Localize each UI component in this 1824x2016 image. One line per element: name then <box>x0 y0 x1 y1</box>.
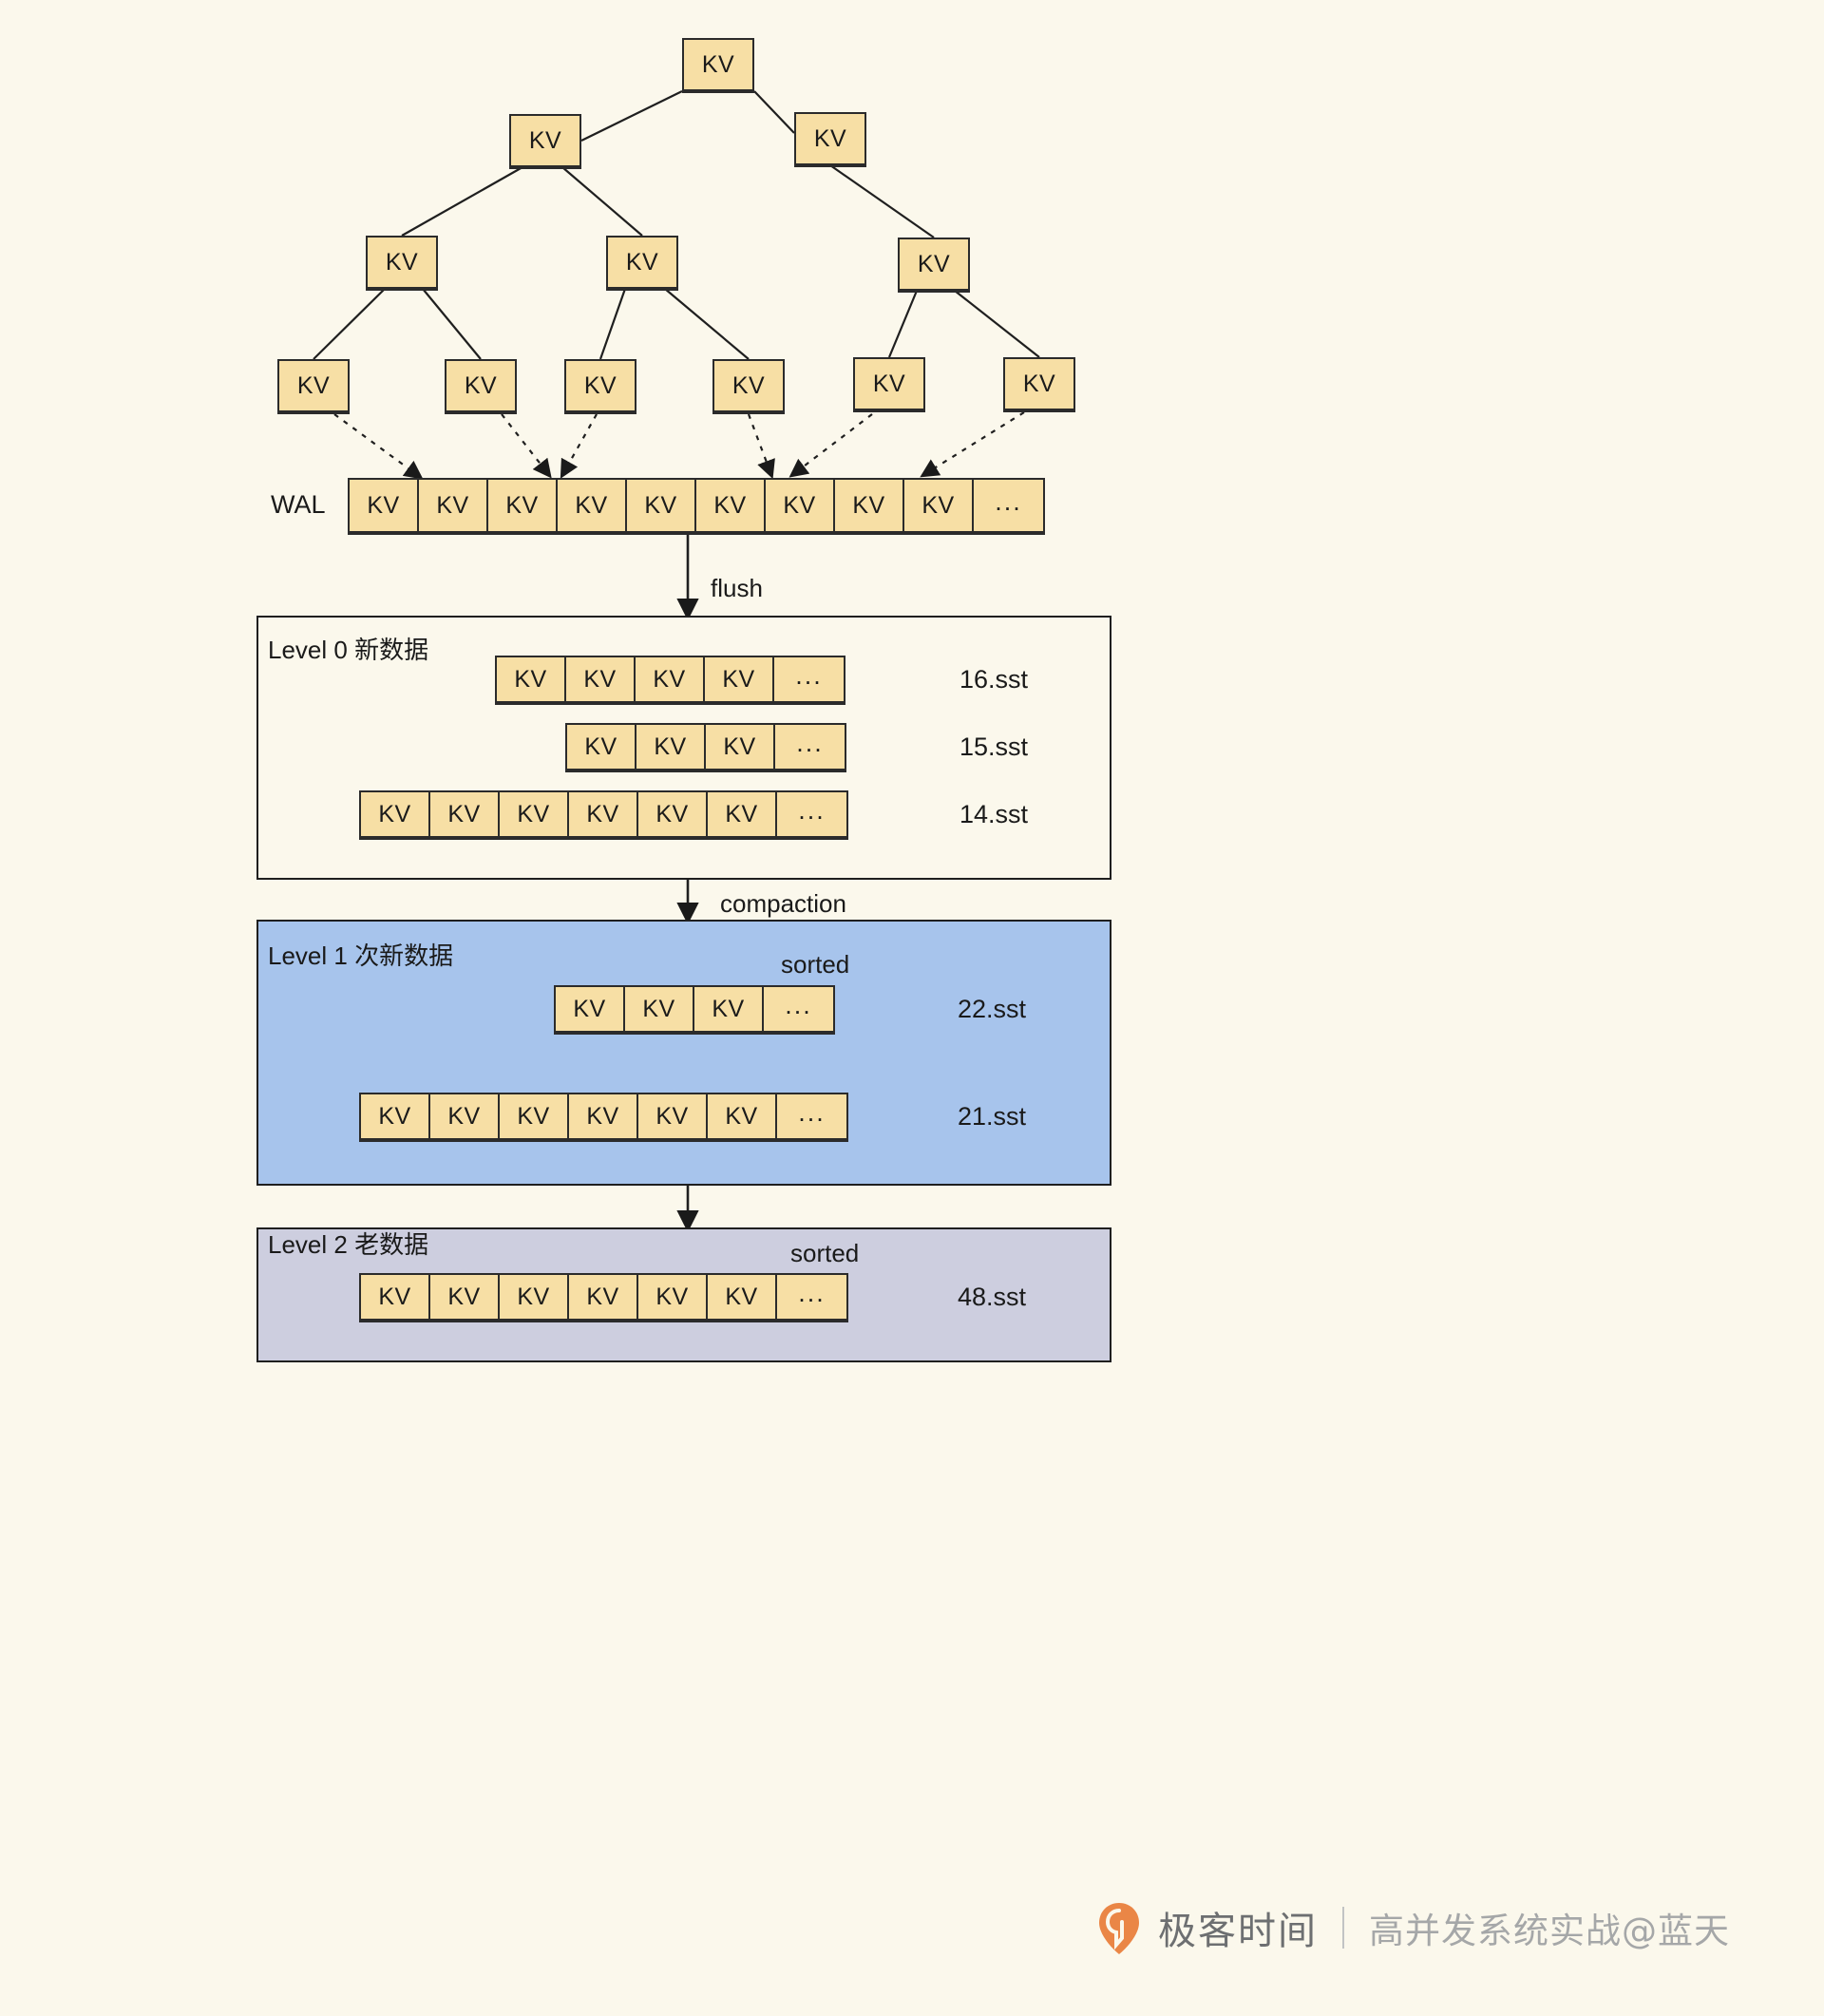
kv-cell: KV <box>638 1094 708 1138</box>
kv-cell: KV <box>708 792 777 836</box>
kv-cell: KV <box>361 1275 430 1319</box>
level0-file-14sst: 14.sst <box>960 800 1029 828</box>
kv-cell-ellipsis: ... <box>974 480 1043 531</box>
tree-node-root: KV <box>682 38 754 91</box>
kv-cell: KV <box>430 1275 500 1319</box>
tree-node-1: KV <box>509 114 581 167</box>
level1-container <box>256 920 1112 1186</box>
level1-title: Level 1 次新数据 <box>268 941 454 970</box>
kv-cell: KV <box>500 1094 569 1138</box>
kv-cell: KV <box>500 792 569 836</box>
level1-sorted-label: sorted <box>781 950 850 979</box>
kv-cell-ellipsis: ... <box>777 792 846 836</box>
tree-node-2: KV <box>794 112 866 165</box>
tree-leaf-1: KV <box>277 359 350 412</box>
kv-cell: KV <box>567 725 636 769</box>
kv-cell: KV <box>430 1094 500 1138</box>
tree-node-5: KV <box>898 238 970 291</box>
compaction-label: compaction <box>720 889 846 918</box>
level0-file-16sst: 16.sst <box>960 665 1029 694</box>
kv-cell: KV <box>627 480 696 531</box>
wal-label: WAL <box>271 490 326 519</box>
level0-file-15sst: 15.sst <box>960 732 1029 761</box>
kv-cell: KV <box>638 792 708 836</box>
kv-cell: KV <box>694 987 764 1031</box>
kv-cell: KV <box>636 725 706 769</box>
kv-cell-ellipsis: ... <box>777 1275 846 1319</box>
kv-cell: KV <box>569 1094 638 1138</box>
level2-file-48sst: 48.sst <box>958 1283 1027 1311</box>
kv-cell: KV <box>500 1275 569 1319</box>
level1-file-21sst: 21.sst <box>958 1102 1027 1131</box>
kv-cell: KV <box>556 987 625 1031</box>
footer-divider <box>1342 1907 1344 1949</box>
kv-cell-ellipsis: ... <box>774 657 844 701</box>
tree-leaf-4: KV <box>712 359 785 412</box>
kv-cell: KV <box>497 657 566 701</box>
kv-cell: KV <box>904 480 974 531</box>
kv-cell: KV <box>488 480 558 531</box>
kv-cell: KV <box>708 1275 777 1319</box>
kv-cell: KV <box>361 1094 430 1138</box>
kv-cell: KV <box>835 480 904 531</box>
kv-cell: KV <box>569 1275 638 1319</box>
kv-cell: KV <box>419 480 488 531</box>
kv-cell-ellipsis: ... <box>775 725 845 769</box>
footer-watermark: 极客时间 高并发系统实战@蓝天 <box>1097 1900 1730 1955</box>
tree-leaf-6: KV <box>1003 357 1075 410</box>
kv-cell: KV <box>766 480 835 531</box>
kv-cell: KV <box>638 1275 708 1319</box>
level2-sorted-label: sorted <box>790 1239 860 1267</box>
kv-cell-ellipsis: ... <box>764 987 833 1031</box>
tree-node-4: KV <box>606 236 678 289</box>
kv-cell: KV <box>350 480 419 531</box>
level0-title: Level 0 新数据 <box>268 636 429 664</box>
tree-node-3: KV <box>366 236 438 289</box>
kv-cell: KV <box>430 792 500 836</box>
level1-file-22sst: 22.sst <box>958 995 1027 1023</box>
kv-cell: KV <box>558 480 627 531</box>
kv-cell: KV <box>705 657 774 701</box>
footer-subtitle: 高并发系统实战@蓝天 <box>1369 1911 1730 1951</box>
wal-write-links <box>333 411 1025 480</box>
geekbang-logo-icon <box>1097 1901 1141 1954</box>
flush-label: flush <box>711 574 763 602</box>
kv-cell: KV <box>706 725 775 769</box>
tree-leaf-5: KV <box>853 357 925 410</box>
kv-cell-ellipsis: ... <box>777 1094 846 1138</box>
level2-title: Level 2 老数据 <box>268 1230 429 1259</box>
kv-cell: KV <box>708 1094 777 1138</box>
kv-cell: KV <box>569 792 638 836</box>
tree-leaf-2: KV <box>445 359 517 412</box>
kv-cell: KV <box>361 792 430 836</box>
tree-leaf-3: KV <box>564 359 636 412</box>
footer-brand: 极客时间 <box>1158 1910 1318 1953</box>
kv-cell: KV <box>566 657 636 701</box>
kv-cell: KV <box>636 657 705 701</box>
kv-cell: KV <box>625 987 694 1031</box>
tree-links <box>313 90 1040 360</box>
kv-cell: KV <box>696 480 766 531</box>
